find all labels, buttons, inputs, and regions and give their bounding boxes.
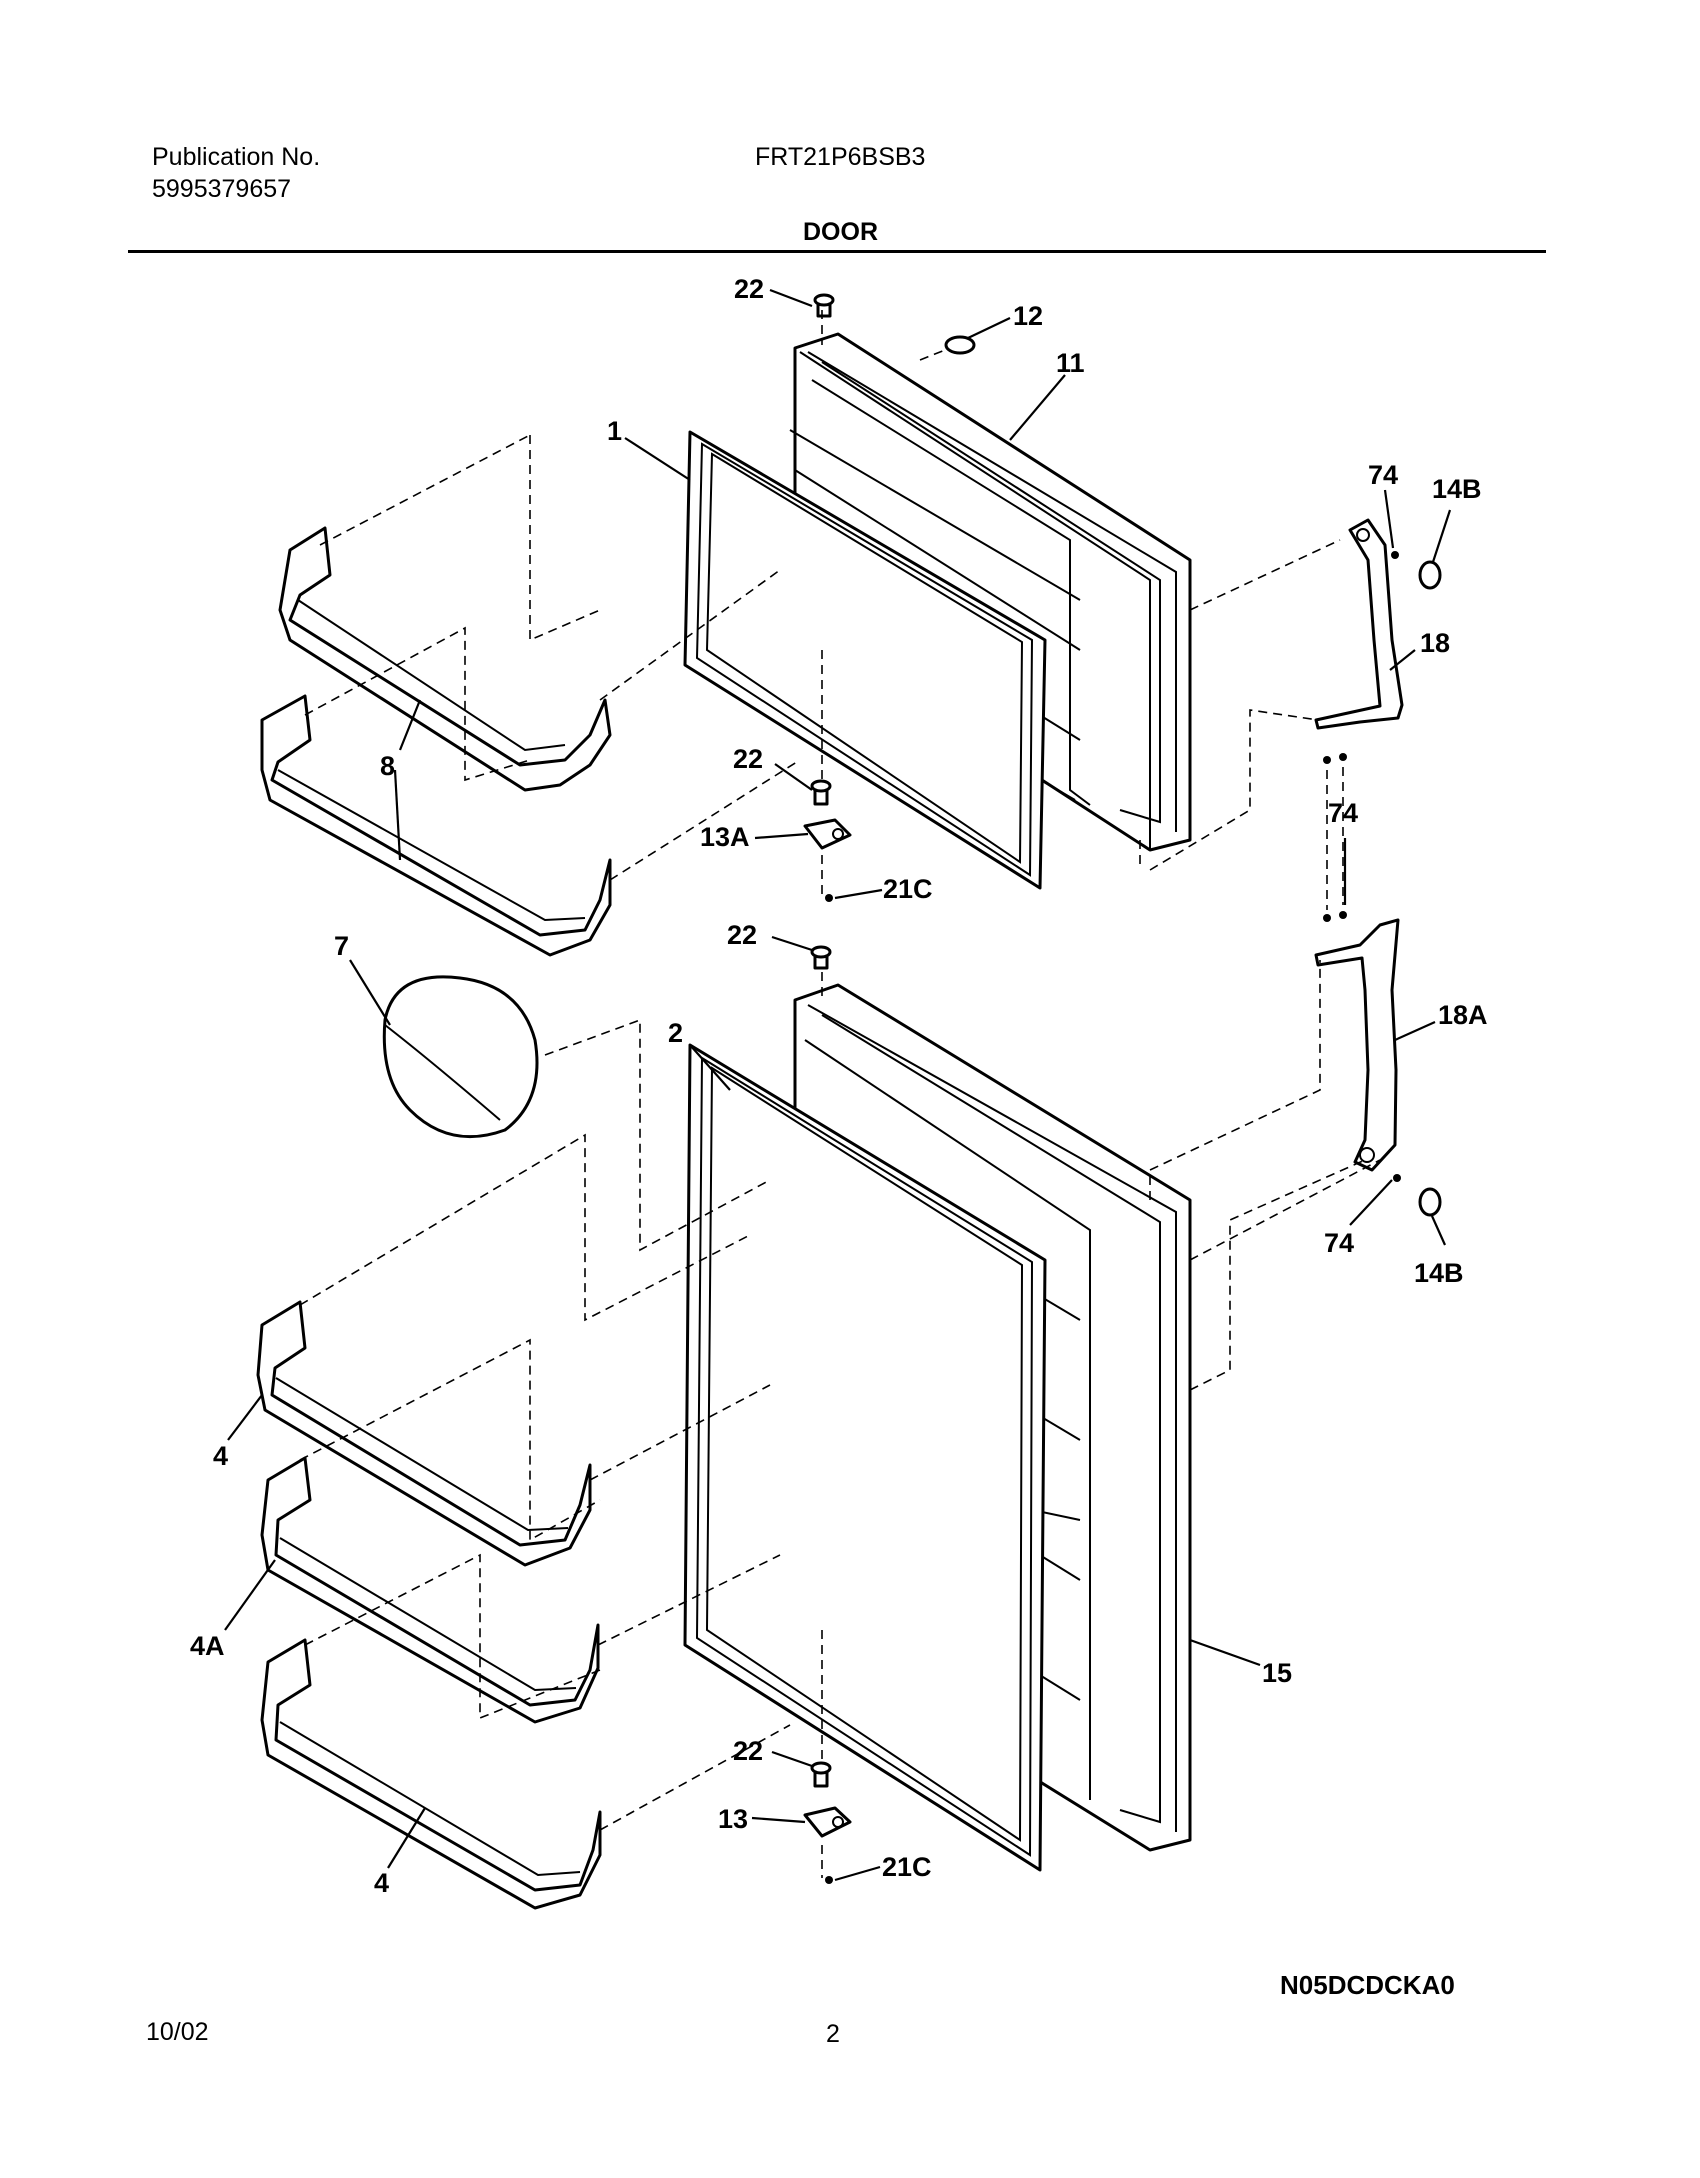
callout-4-a: 4 [213,1441,228,1471]
callout-22-bot: 22 [733,1736,763,1766]
callout-22-low: 22 [727,920,757,950]
callout-74-c: 74 [1324,1228,1354,1258]
dairy-compartment-7 [382,975,539,1139]
publication-label: Publication No. [152,143,321,171]
header-rule [128,250,1546,253]
freezer-shelf-lower [260,694,612,957]
callout-15: 15 [1262,1658,1292,1688]
freezer-door-gasket [683,430,1047,890]
fresh-food-door-gasket [683,1043,1047,1872]
footer-date: 10/02 [146,2018,209,2046]
screw-74-a [1391,551,1399,559]
plug-12 [944,335,976,355]
callout-22-mid: 22 [733,744,763,774]
assembly-guide-lines [299,310,1381,1878]
callout-8: 8 [380,751,395,781]
model-number: FRT21P6BSB3 [755,143,926,171]
callout-4a: 4A [190,1631,225,1661]
callout-4-b: 4 [374,1868,389,1898]
diagram-code: N05DCDCKA0 [1280,1970,1455,2000]
callout-1: 1 [607,416,622,446]
callout-18a: 18A [1438,1000,1488,1030]
page-number: 2 [826,2020,840,2048]
plug-14b-b [1418,1187,1442,1217]
hinge-bushing-13 [803,1806,852,1838]
callout-74-a: 74 [1368,460,1398,490]
callout-21c-a: 21C [883,874,933,904]
callout-74-b: 74 [1328,798,1358,828]
screw-74-d [1393,1174,1401,1182]
callout-11: 11 [1056,348,1085,378]
screw-22-low [810,945,832,970]
callout-18: 18 [1420,628,1450,658]
callout-2: 2 [668,1018,683,1048]
callout-21c-b: 21C [882,1852,932,1882]
callout-14b-b: 14B [1414,1258,1464,1288]
callout-12: 12 [1013,301,1043,331]
callout-13a: 13A [700,822,750,852]
door-shelf-4a [260,1456,600,1724]
hinge-18 [1314,518,1404,730]
screw-74-b1 [1323,756,1331,764]
section-title: DOOR [803,218,878,246]
screw-74-c1 [1323,914,1331,922]
callout-14b-a: 14B [1432,474,1482,504]
freezer-shelf-upper [278,526,612,792]
callout-7: 7 [334,931,349,961]
screw-21c-a [825,894,833,902]
screw-21c-b [825,1876,833,1884]
screw-74-c2 [1339,911,1347,919]
screw-22-mid [810,779,832,806]
publication-number: 5995379657 [152,175,292,203]
callout-22-top: 22 [734,274,764,304]
hinge-18a [1314,918,1400,1172]
door-shelf-4-upper [256,1300,592,1567]
screw-22-top [813,293,835,318]
screw-74-b2 [1339,753,1347,761]
callout-leader-lines [224,288,1452,1882]
door-shelf-4-lower [260,1638,602,1910]
screw-22-bot [810,1761,832,1788]
callout-13: 13 [718,1804,748,1834]
plug-14b-a [1418,560,1442,590]
hinge-bushing-13a [803,818,852,850]
